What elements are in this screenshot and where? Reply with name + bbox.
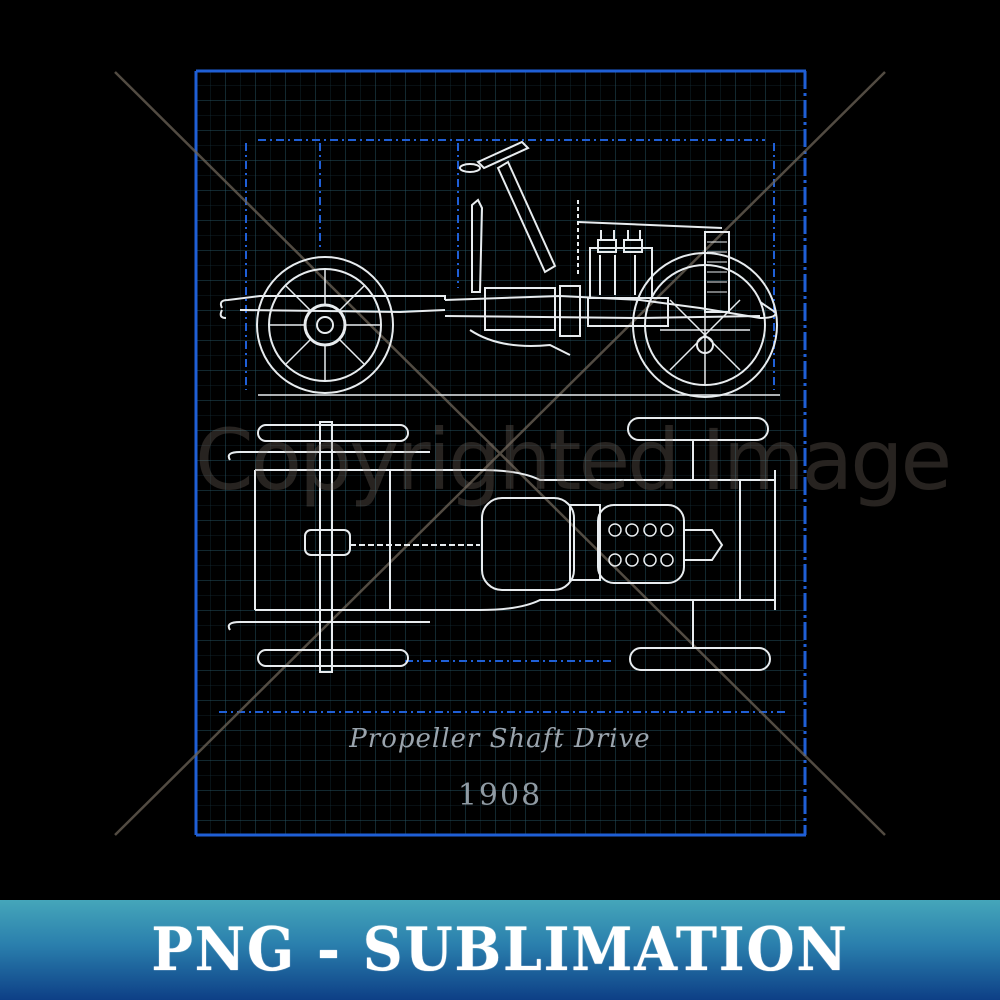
product-banner: PNG - SUBLIMATION (0, 900, 1000, 1000)
watermark-diagonals (114, 71, 886, 836)
banner-label: PNG - SUBLIMATION (151, 915, 849, 985)
car-side-view (219, 140, 780, 398)
blueprint-frame (194, 69, 807, 837)
dimension-lines (219, 139, 787, 713)
artwork-title: Propeller Shaft Drive (349, 724, 651, 754)
artwork-year: 1908 (457, 778, 543, 813)
watermark-text: Copyrighted Image (195, 411, 952, 509)
car-plan-view (227, 417, 776, 673)
